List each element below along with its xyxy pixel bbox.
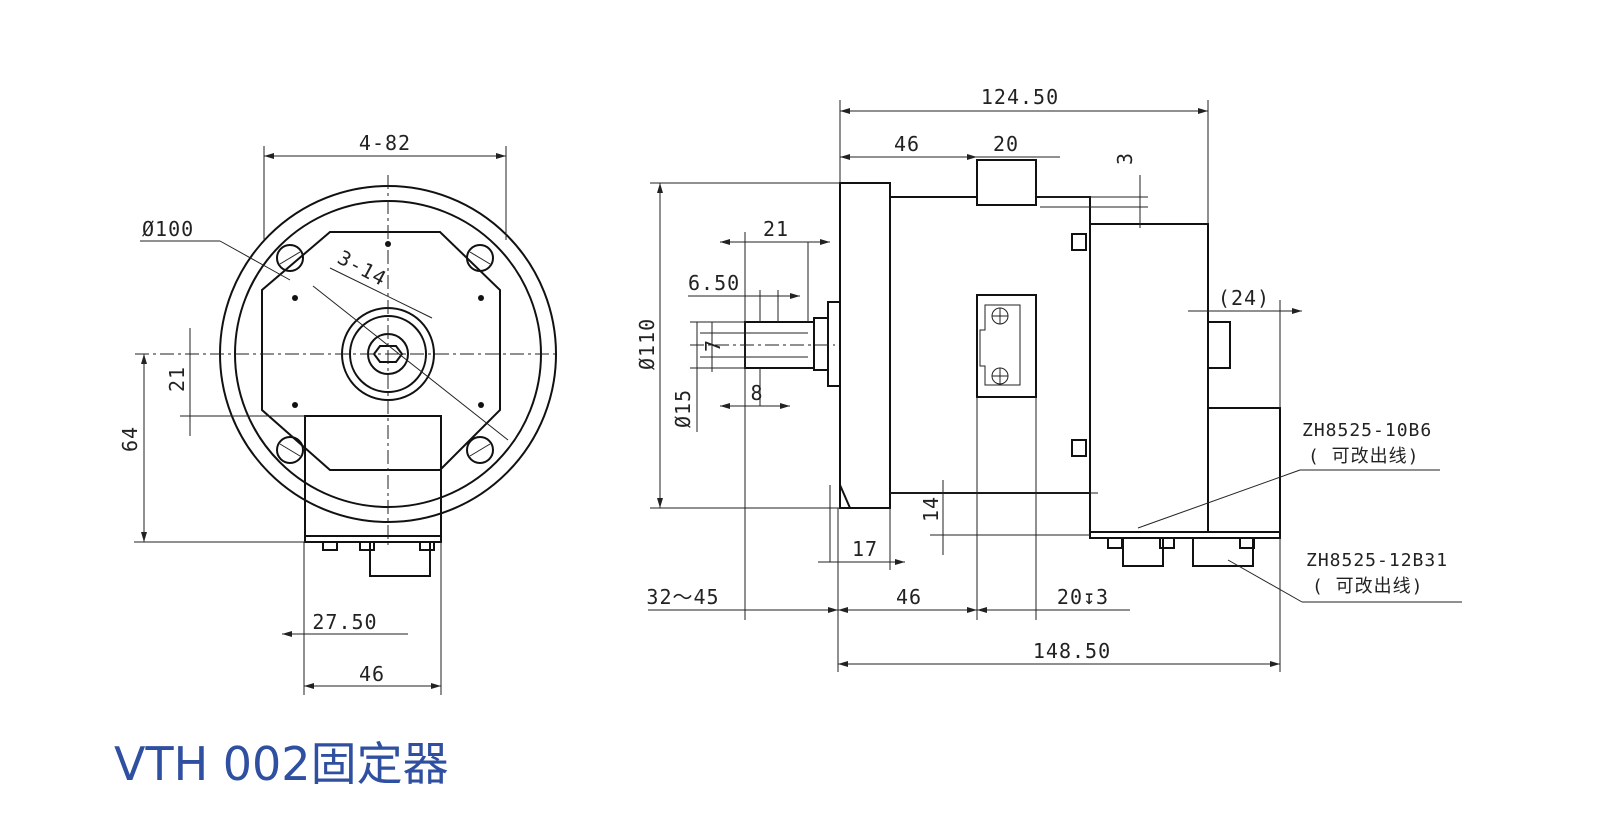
side-connector-2 — [1192, 537, 1254, 567]
front-hub-ring — [349, 315, 427, 393]
note-zh8525-10b6: ZH8525-10B6 — [1302, 420, 1432, 441]
side-body — [890, 196, 1091, 494]
dim-14: 14 — [919, 496, 943, 522]
side-connector-1 — [1122, 537, 1164, 567]
dim-21: 21 — [165, 366, 189, 392]
dim-17: 17 — [852, 537, 878, 561]
note-zh8525-10b6-sub: ( 可改出线) — [1308, 446, 1420, 467]
side-rear-step — [1208, 407, 1281, 533]
dim-7: 7 — [701, 339, 725, 352]
side-view: 124.50 46 20 3 21 6.50 7 8 Ø15 Ø110 — [635, 85, 1462, 672]
dim-24: (24) — [1218, 286, 1270, 310]
side-flange — [839, 182, 891, 509]
front-view: 4-82 Ø100 3-14 21 64 27.50 46 — [118, 131, 560, 695]
side-top-boss — [976, 159, 1037, 206]
dim-32-45: 32～45 — [646, 585, 719, 609]
front-plug — [369, 541, 431, 577]
dim-6-50: 6.50 — [688, 271, 740, 295]
dim-27-50: 27.50 — [312, 610, 377, 634]
dim-4-82: 4-82 — [359, 131, 411, 155]
dim-46-bottom: 46 — [896, 585, 922, 609]
dim-20-depth-3: 20↧3 — [1057, 585, 1109, 609]
dim-20-top: 20 — [993, 132, 1019, 156]
dim-64: 64 — [118, 426, 142, 452]
dim-diameter-100: Ø100 — [142, 217, 194, 241]
dim-8: 8 — [750, 381, 763, 405]
dim-diameter-110: Ø110 — [635, 318, 659, 370]
side-window — [976, 294, 1037, 398]
note-zh8525-12b31-sub: ( 可改出线) — [1312, 576, 1424, 597]
side-rear-knob — [1207, 321, 1231, 369]
dim-124-50: 124.50 — [981, 85, 1059, 109]
product-title: VTH 002固定器 — [114, 737, 449, 791]
dim-46-top: 46 — [894, 132, 920, 156]
dim-diameter-15: Ø15 — [671, 389, 695, 428]
dim-46-front: 46 — [359, 662, 385, 686]
dim-21-shaft: 21 — [763, 217, 789, 241]
front-screws — [276, 244, 494, 464]
dim-148-50: 148.50 — [1033, 639, 1111, 663]
dim-3: 3 — [1113, 152, 1137, 165]
note-zh8525-12b31: ZH8525-12B31 — [1306, 550, 1448, 571]
side-rear-housing — [1089, 223, 1209, 533]
